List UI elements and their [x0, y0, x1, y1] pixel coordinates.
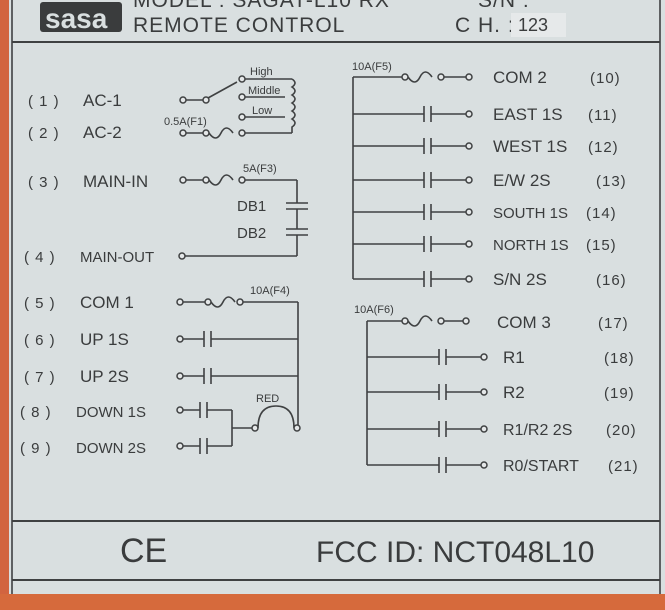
terminal-pin — [465, 240, 473, 248]
fcc-id: FCC ID: NCT048L10 — [316, 536, 594, 569]
svg-text:AC-2: AC-2 — [83, 123, 122, 142]
svg-text:RED: RED — [256, 393, 279, 405]
svg-text:SOUTH 1S: SOUTH 1S — [493, 205, 568, 222]
terminal-pin — [465, 176, 473, 184]
svg-text:( 7 ): ( 7 ) — [24, 369, 56, 386]
svg-text:R1/R2 2S: R1/R2 2S — [503, 422, 572, 439]
svg-text:(20): (20) — [606, 422, 637, 439]
svg-text:(15): (15) — [586, 237, 617, 254]
svg-text:( 3 ): ( 3 ) — [28, 174, 60, 191]
terminal-pin — [465, 142, 473, 150]
red-bottom-strip — [0, 594, 665, 610]
terminal-pin — [480, 461, 488, 469]
sasa-logo: sasa — [40, 2, 122, 34]
svg-text:COM 3: COM 3 — [497, 313, 551, 332]
svg-text:Middle: Middle — [248, 85, 280, 97]
svg-text:R2: R2 — [503, 383, 525, 402]
svg-text:(11): (11) — [588, 107, 618, 124]
svg-text:(21): (21) — [608, 458, 639, 475]
svg-text:( 9 ): ( 9 ) — [20, 440, 52, 457]
left-terminal-labels: ( 1 ) AC-1 ( 2 ) AC-2 ( 3 ) MAIN-IN ( 4 ) MA… — [20, 91, 154, 457]
red-edge-strip — [0, 0, 9, 610]
svg-text:R0/START: R0/START — [503, 458, 579, 475]
transformer-circuit: High Middle Low 0.5A(F1) — [164, 66, 296, 139]
right-terminal-labels: COM 2 (10) EAST 1S (11) WEST 1S (12) E/W 2S… — [493, 68, 639, 475]
terminal-pin — [480, 353, 488, 361]
svg-text:Low: Low — [252, 105, 272, 117]
svg-text:(18): (18) — [604, 350, 635, 367]
channel-box — [511, 13, 566, 37]
svg-text:COM 1: COM 1 — [80, 293, 134, 312]
svg-text:DB1: DB1 — [237, 198, 266, 215]
svg-text:( 2 ): ( 2 ) — [28, 125, 60, 142]
svg-text:(14): (14) — [586, 205, 617, 222]
svg-text:(13): (13) — [596, 173, 627, 190]
svg-text:( 6 ): ( 6 ) — [24, 332, 56, 349]
svg-text:MAIN-IN: MAIN-IN — [83, 172, 148, 191]
right-lower-contacts — [367, 349, 488, 473]
model-line: MODEL : SAGAT-L10 RX — [133, 0, 390, 12]
svg-text:R1: R1 — [503, 348, 525, 367]
svg-text:DB2: DB2 — [237, 225, 266, 242]
svg-text:10A(F5): 10A(F5) — [352, 61, 392, 73]
channel-value: 123 — [518, 15, 548, 35]
svg-text:DOWN 1S: DOWN 1S — [76, 404, 146, 421]
svg-text:(19): (19) — [604, 385, 635, 402]
svg-text:(17): (17) — [598, 315, 629, 332]
header-title: REMOTE CONTROL — [133, 14, 345, 37]
svg-text:COM 2: COM 2 — [493, 68, 547, 87]
svg-text:MAIN-OUT: MAIN-OUT — [80, 249, 154, 266]
svg-text:(16): (16) — [596, 272, 627, 289]
svg-text:NORTH 1S: NORTH 1S — [493, 237, 569, 254]
svg-text:( 1 ): ( 1 ) — [28, 93, 60, 110]
svg-text:(12): (12) — [588, 139, 619, 156]
svg-text:( 5 ): ( 5 ) — [24, 295, 56, 312]
svg-text:E/W 2S: E/W 2S — [493, 171, 551, 190]
hoist-circuit: 10A(F4) RED — [176, 285, 301, 454]
terminal-pin — [465, 208, 473, 216]
svg-text:5A(F3): 5A(F3) — [243, 163, 277, 175]
terminal-pin — [465, 110, 473, 118]
svg-text:DOWN 2S: DOWN 2S — [76, 440, 146, 457]
right-lower-circuit: 10A(F6) — [354, 304, 470, 465]
svg-text:S/N 2S: S/N 2S — [493, 270, 547, 289]
svg-text:sasa: sasa — [45, 3, 108, 34]
svg-text:UP 2S: UP 2S — [80, 367, 129, 386]
svg-text:0.5A(F1): 0.5A(F1) — [164, 116, 207, 128]
svg-text:UP 1S: UP 1S — [80, 330, 129, 349]
terminal-pin — [480, 388, 488, 396]
svg-text:High: High — [250, 66, 273, 78]
channel-label: C H. : — [455, 14, 515, 37]
terminal-pin — [480, 425, 488, 433]
right-upper-circuit: 10A(F5) — [352, 61, 473, 279]
svg-text:(10): (10) — [590, 70, 621, 87]
svg-text:EAST 1S: EAST 1S — [493, 105, 563, 124]
right-upper-contacts — [353, 106, 473, 287]
sn-label: S/N : — [478, 0, 530, 12]
ce-mark: CE — [120, 532, 167, 570]
svg-text:10A(F6): 10A(F6) — [354, 304, 394, 316]
terminal-pin — [465, 275, 473, 283]
svg-text:AC-1: AC-1 — [83, 91, 122, 110]
svg-text:( 4 ): ( 4 ) — [24, 249, 56, 266]
main-brake-circuit: 5A(F3) DB1 DB2 — [178, 163, 308, 260]
svg-text:10A(F4): 10A(F4) — [250, 285, 290, 297]
svg-text:( 8 ): ( 8 ) — [20, 404, 52, 421]
svg-text:WEST 1S: WEST 1S — [493, 137, 567, 156]
